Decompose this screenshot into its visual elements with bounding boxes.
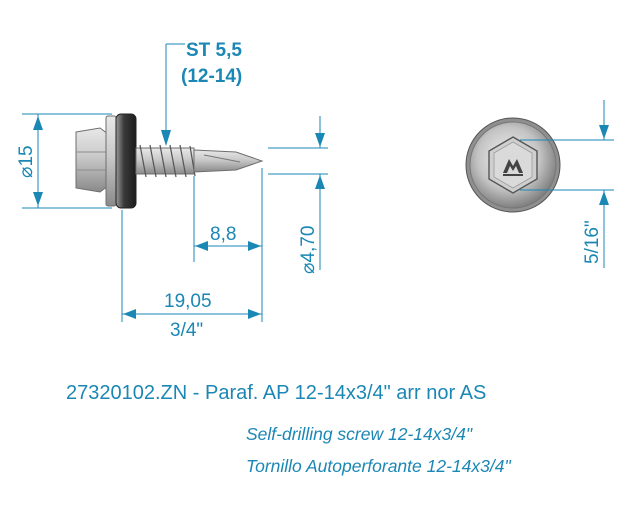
head-diameter-label: ⌀15: [16, 145, 37, 178]
washer: [115, 113, 137, 209]
product-code-title: 27320102.ZN - Paraf. AP 12-14x3/4" arr n…: [66, 382, 487, 404]
english-description: Self-drilling screw 12-14x3/4": [246, 424, 473, 444]
drill-point: [193, 149, 264, 173]
length-in-label: 3/4": [170, 320, 203, 341]
drill-point-length-label: 8,8: [210, 224, 236, 245]
screw-front-view: [465, 117, 561, 213]
dimension-lines: [22, 43, 614, 322]
thread-gauge-label: (12-14): [181, 66, 242, 87]
shank-diameter-label: ⌀4,70: [298, 226, 319, 274]
flange: [105, 115, 117, 207]
spanish-description: Tornillo Autoperforante 12-14x3/4": [246, 456, 511, 476]
thread-crests: [139, 144, 196, 178]
manufacturer-logo-mark: [503, 159, 523, 176]
length-mm-label: 19,05: [164, 291, 212, 312]
screw-side-view: [75, 113, 264, 209]
hex-head-side: [75, 127, 109, 193]
thread-spec-label: ST 5,5: [186, 40, 242, 61]
hex-size-label: 5/16": [582, 220, 603, 264]
